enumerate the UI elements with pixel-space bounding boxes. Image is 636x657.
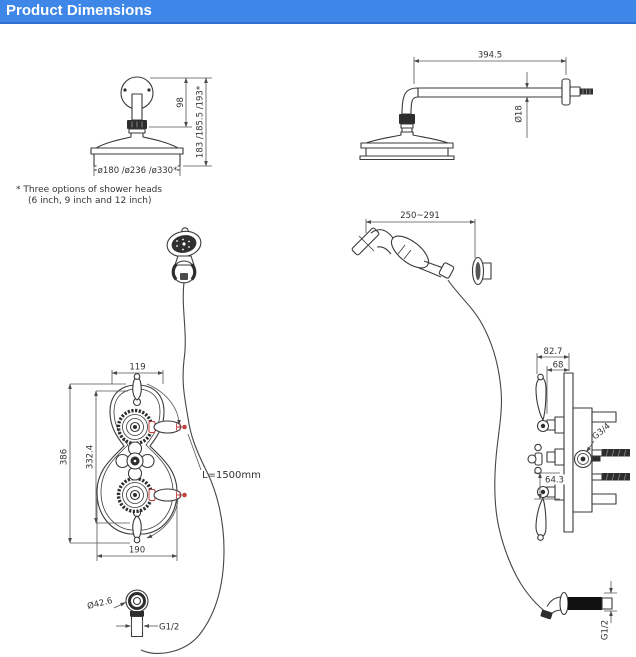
- handle-body: [390, 235, 430, 269]
- wall-outlet-front-view: Ø42.6 G1/2: [86, 589, 179, 638]
- dim-valve-inner-height: 332.4: [86, 445, 96, 469]
- label-outlet-thread-front: G1/2: [159, 623, 179, 633]
- dim-valve-top-width: 119: [129, 363, 145, 373]
- spray-head-edge: [351, 227, 380, 256]
- wall-pipe: [568, 597, 602, 610]
- label-inlet-thread: G3/4: [591, 421, 613, 442]
- label-hose-length: L=1500mm: [202, 470, 261, 481]
- dim-arm-length: 394.5: [478, 51, 502, 61]
- screw-dot: [147, 88, 151, 92]
- note-line-2: (6 inch, 9 inch and 12 inch): [28, 196, 151, 206]
- dim-valve-depth-handle: 68: [553, 361, 564, 371]
- elbow-flange: [559, 591, 569, 616]
- dim-head-diameters: ø180 /ø236 /ø330*: [98, 166, 178, 176]
- hand-shower-front-view: [166, 227, 202, 284]
- dim-valve-bottom-width: 190: [129, 546, 145, 556]
- dim-valve-overall-height: 386: [60, 449, 70, 465]
- shower-arm-pipe: [417, 87, 563, 98]
- wall-outlet-side-view: G1/2: [540, 581, 617, 640]
- label-outlet-thread-side: G1/2: [601, 620, 611, 640]
- handle-rotation-arc: [146, 383, 181, 426]
- dim-valve-depth-overall: 82.7: [544, 347, 563, 357]
- connector-nut: [399, 114, 415, 124]
- wall-flange: [561, 78, 571, 106]
- outlet-pipe: [130, 615, 144, 638]
- overhead-shower-front-view: 98 183 /185.5 /193* ø180 /ø236 /ø330*: [90, 76, 212, 176]
- shower-hose-right: [447, 279, 548, 614]
- top-lever-side: [535, 376, 547, 421]
- shower-arm-side-view: 394.5 Ø18: [359, 51, 593, 161]
- shower-hose-left: [140, 281, 225, 654]
- section-header: Product Dimensions: [0, 0, 636, 24]
- hand-shower-side-view: 250~291: [351, 211, 492, 286]
- note-line-1: * Three options of shower heads: [16, 185, 162, 195]
- drop-pipe: [131, 93, 143, 121]
- cross-diverter-knob: [115, 441, 155, 481]
- dim-drop-height: 98: [176, 97, 186, 108]
- dim-outlet-flange-diameter: Ø42.6: [86, 595, 114, 612]
- shower-head-bell: [95, 132, 179, 149]
- escutcheon-plate-edge: [563, 372, 574, 533]
- dim-bracket-range: 250~291: [400, 211, 440, 221]
- shower-head-bell: [365, 131, 449, 144]
- hose-nut: [438, 262, 455, 279]
- dim-port-spacing: 64.3: [545, 476, 564, 486]
- threaded-stud: [591, 473, 630, 481]
- page-title: Product Dimensions: [6, 2, 152, 19]
- hose-fitting: [540, 609, 553, 620]
- shower-head-drum: [93, 153, 181, 167]
- dim-overall-height: 183 /185.5 /193*: [196, 86, 206, 158]
- port-marking: [592, 456, 601, 462]
- threaded-stud: [591, 449, 630, 457]
- thermostatic-valve-side-view: 82.7 68 64.3 G3/4: [527, 347, 630, 541]
- bottom-lever: [132, 515, 142, 540]
- thermostatic-valve-front-view: 119 386 332.4 190 L=1500mm: [60, 363, 261, 561]
- bottom-lever-side: [535, 497, 547, 538]
- dim-arm-diameter: Ø18: [514, 105, 525, 123]
- top-lever: [132, 376, 142, 401]
- screw-dot: [123, 88, 127, 92]
